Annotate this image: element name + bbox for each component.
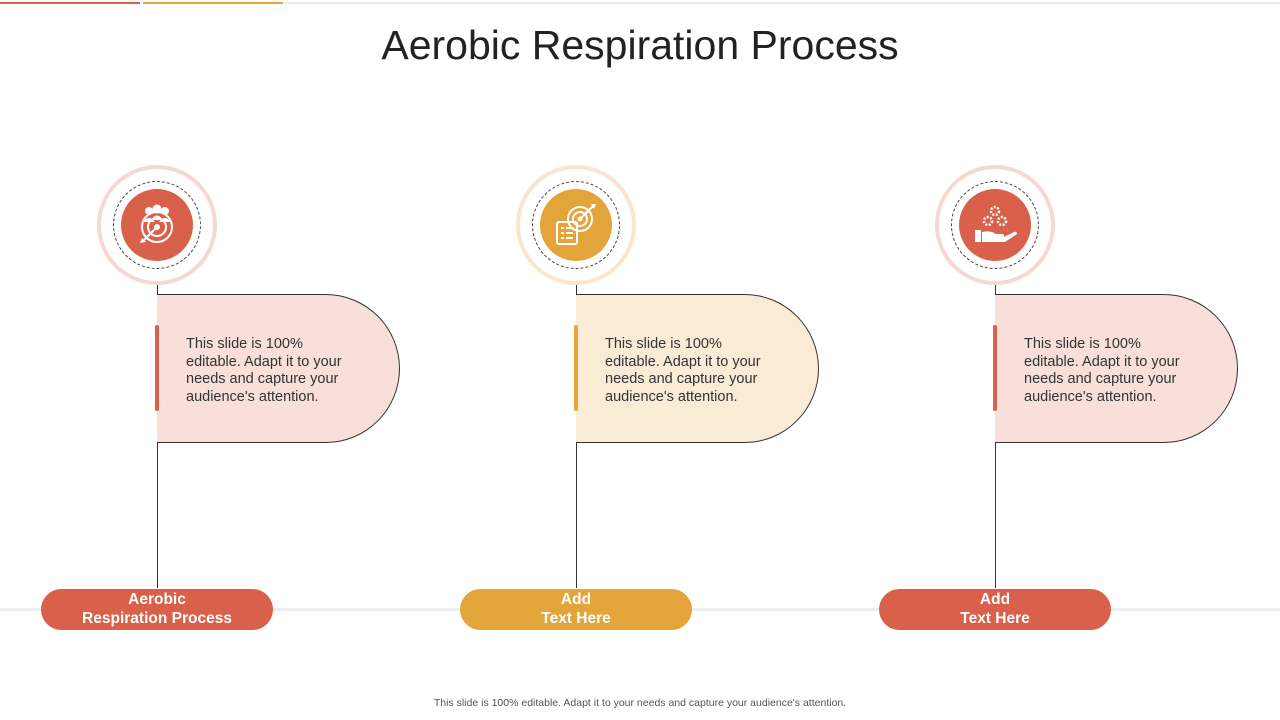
flag-card bbox=[995, 294, 1238, 443]
step-label-pill: Add Text Here bbox=[879, 589, 1111, 630]
step-2: This slide is 100% editable. Adapt it to… bbox=[419, 0, 839, 720]
flag-card bbox=[157, 294, 400, 443]
step-label-line-1: Add bbox=[979, 591, 1011, 608]
step-label-pill: Aerobic Respiration Process bbox=[41, 589, 273, 630]
accent-segment-gray bbox=[286, 2, 1280, 4]
step-label-line-2: Respiration Process bbox=[82, 609, 232, 627]
flag-accent-bar bbox=[155, 325, 159, 411]
step-label-line-2: Text Here bbox=[960, 609, 1030, 627]
target-checklist-icon bbox=[540, 189, 612, 261]
icon-outer-ring bbox=[935, 165, 1055, 285]
step-label-line-1: Aerobic bbox=[128, 591, 186, 608]
flag-body-text: This slide is 100% editable. Adapt it to… bbox=[186, 336, 342, 405]
target-team-icon bbox=[121, 189, 193, 261]
flag-accent-bar bbox=[574, 325, 578, 411]
accent-segment-red bbox=[0, 2, 140, 4]
step-label-pill: Add Text Here bbox=[460, 589, 692, 630]
accent-segment-gold bbox=[143, 2, 283, 4]
icon-outer-ring bbox=[97, 165, 217, 285]
step-label-line-1: Add bbox=[560, 591, 592, 608]
flag-body-text: This slide is 100% editable. Adapt it to… bbox=[605, 336, 761, 405]
step-label-line-2: Text Here bbox=[541, 609, 611, 627]
step-1: This slide is 100% editable. Adapt it to… bbox=[0, 0, 420, 720]
hand-gears-icon bbox=[959, 189, 1031, 261]
icon-dashed-ring bbox=[532, 181, 620, 269]
slide-title: Aerobic Respiration Process bbox=[381, 22, 899, 68]
flag-card bbox=[576, 294, 819, 443]
icon-outer-ring bbox=[516, 165, 636, 285]
icon-dashed-ring bbox=[951, 181, 1039, 269]
footer-note: This slide is 100% editable. Adapt it to… bbox=[433, 697, 847, 709]
step-3: This slide is 100% editable. Adapt it to… bbox=[838, 0, 1258, 720]
top-accent-bar bbox=[0, 0, 1280, 4]
flag-accent-bar bbox=[993, 325, 997, 411]
flag-body-text: This slide is 100% editable. Adapt it to… bbox=[1024, 336, 1180, 405]
icon-dashed-ring bbox=[113, 181, 201, 269]
